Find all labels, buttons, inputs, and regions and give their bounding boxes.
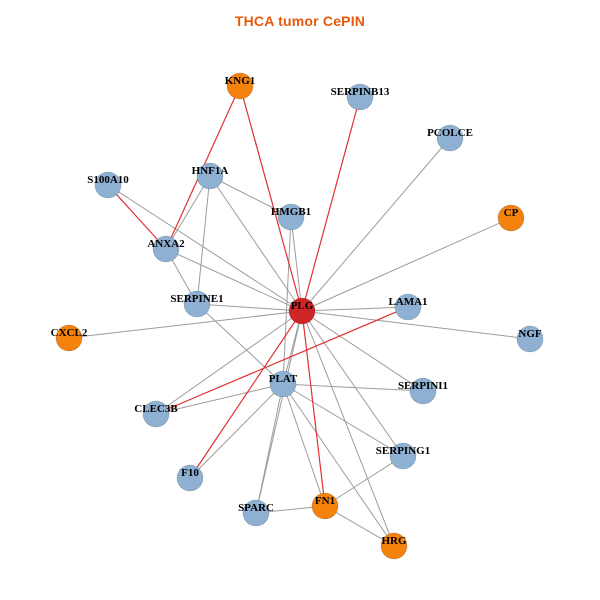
node-circle-PLG <box>288 297 316 325</box>
edge-HNF1A-ANXA2 <box>165 175 211 250</box>
node-circle-SERPINI1 <box>409 377 437 405</box>
node-NGF: NGF <box>516 325 544 353</box>
node-circle-PLAT <box>269 370 297 398</box>
edge-PLG-SERPING1 <box>301 310 404 457</box>
node-circle-HRG <box>380 532 408 560</box>
node-CLEC3B: CLEC3B <box>134 400 178 428</box>
node-SERPING1: SERPING1 <box>376 442 430 470</box>
edge-PLG-CP <box>301 217 512 312</box>
edge-PLG-NGF <box>301 310 531 340</box>
node-HRG: HRG <box>380 532 408 560</box>
edge-PLG-ANXA2 <box>165 248 303 312</box>
edge-PLG-SERPINE1 <box>196 303 303 312</box>
node-circle-F10 <box>176 464 204 492</box>
node-KNG1: KNG1 <box>225 72 255 100</box>
node-FN1: FN1 <box>311 492 339 520</box>
edge-PLG-HRG <box>301 310 395 547</box>
node-circle-CP <box>497 204 525 232</box>
node-circle-FN1 <box>311 492 339 520</box>
node-S100A10: S100A10 <box>87 171 129 199</box>
edge-PLAT-CLEC3B <box>155 383 284 415</box>
edge-PLG-PCOLCE <box>301 137 451 312</box>
edge-PLG-S100A10 <box>107 184 303 312</box>
edge-PLG-CLEC3B <box>155 310 303 415</box>
edge-SERPINB13-PLG <box>301 96 361 312</box>
node-circle-HMGB1 <box>277 203 305 231</box>
node-circle-SPARC <box>242 499 270 527</box>
node-circle-PCOLCE <box>436 124 464 152</box>
edge-PLAT-F10 <box>189 383 284 479</box>
plot-title: THCA tumor CePIN <box>234 13 366 29</box>
edge-FN1-SERPING1 <box>324 455 404 507</box>
node-circle-KNG1 <box>226 72 254 100</box>
node-PLG: PLG <box>288 297 316 325</box>
node-circle-SERPINB13 <box>346 83 374 111</box>
node-CP: CP <box>497 204 525 232</box>
node-HNF1A: HNF1A <box>192 162 228 190</box>
edge-PLAT-HRG <box>282 383 395 547</box>
node-CXCL2: CXCL2 <box>51 324 88 352</box>
edge-HNF1A-SERPINE1 <box>196 175 211 305</box>
node-LAMA1: LAMA1 <box>388 293 428 321</box>
node-circle-CXCL2 <box>55 324 83 352</box>
node-PCOLCE: PCOLCE <box>427 124 473 152</box>
edge-PLG-F10 <box>189 310 303 479</box>
node-circle-SERPING1 <box>389 442 417 470</box>
node-circle-CLEC3B <box>142 400 170 428</box>
edge-SERPINE1-PLAT <box>196 303 284 385</box>
node-circle-ANXA2 <box>152 235 180 263</box>
edge-PLG-SPARC <box>255 310 303 514</box>
edge-KNG1-PLG <box>239 85 303 312</box>
edge-PLAT-SERPINI1 <box>282 383 424 392</box>
edge-PLAT-SPARC <box>255 383 284 514</box>
edge-S100A10-ANXA2 <box>107 184 167 250</box>
edge-HMGB1-PLAT <box>282 216 292 385</box>
edge-PLG-LAMA1 <box>301 306 409 312</box>
edge-PLG-FN1 <box>301 310 326 507</box>
edge-PLG-HMGB1 <box>290 216 303 312</box>
node-circle-S100A10 <box>94 171 122 199</box>
edge-LAMA1-CLEC3B <box>155 306 409 415</box>
node-SPARC: SPARC <box>238 499 274 527</box>
edge-PLAT-FN1 <box>282 383 326 507</box>
edge-PLAT-SERPING1 <box>282 383 404 457</box>
node-circle-HNF1A <box>196 162 224 190</box>
edge-PLG-CXCL2 <box>68 310 303 339</box>
node-F10: F10 <box>176 464 204 492</box>
edge-HNF1A-HMGB1 <box>209 175 292 218</box>
node-circle-LAMA1 <box>394 293 422 321</box>
node-circle-NGF <box>516 325 544 353</box>
node-HMGB1: HMGB1 <box>271 203 311 231</box>
node-ANXA2: ANXA2 <box>147 235 185 263</box>
node-SERPINI1: SERPINI1 <box>398 377 448 405</box>
edge-FN1-HRG <box>324 505 395 547</box>
node-SERPINB13: SERPINB13 <box>331 83 390 111</box>
edge-PLG-SERPINI1 <box>301 310 424 392</box>
node-SERPINE1: SERPINE1 <box>170 290 224 318</box>
node-circle-SERPINE1 <box>183 290 211 318</box>
edge-PLG-HNF1A <box>209 175 303 312</box>
